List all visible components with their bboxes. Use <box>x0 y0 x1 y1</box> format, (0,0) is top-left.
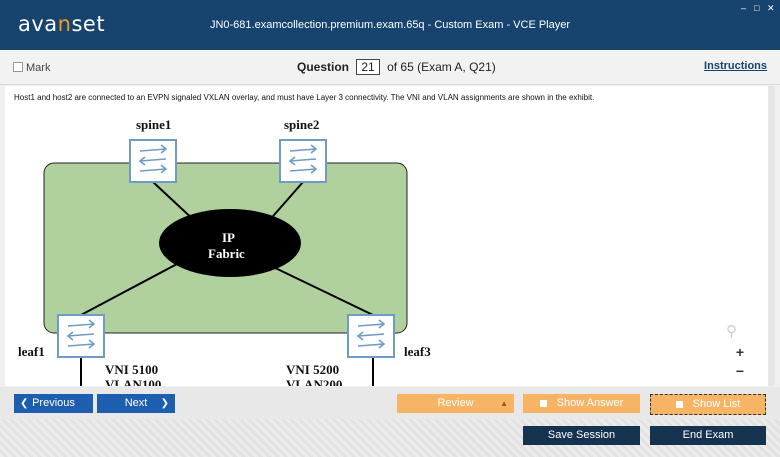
review-label: Review <box>437 397 474 409</box>
leaf3-label: leaf3 <box>404 344 431 359</box>
restore-icon[interactable]: □ <box>754 3 760 13</box>
vlan-right-label: VLAN200 <box>286 377 343 386</box>
network-diagram <box>43 139 408 386</box>
question-number-input[interactable]: 21 <box>356 59 380 75</box>
chevron-right-icon: ❯ <box>160 398 169 409</box>
spine1-switch-icon <box>129 139 177 183</box>
previous-button[interactable]: ❮ Previous <box>14 394 93 413</box>
question-content: Host1 and host2 are connected to an EVPN… <box>5 86 775 386</box>
title-bar: avanset JN0-681.examcollection.premium.e… <box>0 0 780 50</box>
next-label: Next <box>124 397 148 409</box>
caret-up-icon: ▲ <box>500 399 508 408</box>
window-title: JN0-681.examcollection.premium.exam.65q … <box>209 19 571 31</box>
mark-label: Mark <box>26 62 51 74</box>
spine2-label: spine2 <box>284 117 320 132</box>
vertical-scrollbar[interactable] <box>768 86 775 386</box>
checkbox-icon <box>13 62 23 72</box>
previous-label: Previous <box>32 397 75 409</box>
close-icon[interactable]: ✕ <box>767 3 775 13</box>
leaf1-label: leaf1 <box>18 344 45 359</box>
question-bar: Mark Question 21 of 65 (Exam A, Q21) Ins… <box>0 50 780 85</box>
vni-right-label: VNI 5200 <box>286 362 340 377</box>
review-button[interactable]: Review ▲ <box>397 394 514 413</box>
question-label: Question <box>297 60 350 74</box>
leaf1-switch-icon <box>57 314 105 358</box>
bottom-bar: Save Session End Exam <box>0 419 780 457</box>
spine2-switch-icon <box>279 139 327 183</box>
show-list-label: Show List <box>692 398 741 410</box>
instructions-link[interactable]: Instructions <box>704 60 767 72</box>
ip-label: IP <box>222 230 235 245</box>
show-answer-button[interactable]: Show Answer <box>523 394 640 413</box>
mark-checkbox[interactable]: Mark <box>13 62 50 74</box>
navigation-bar: ❮ Previous Next ❯ Review ▲ Show Answer S… <box>0 387 780 419</box>
checkbox-icon <box>539 400 547 407</box>
avanset-logo: avanset <box>18 12 106 36</box>
ip-fabric-cloud <box>159 209 301 277</box>
end-exam-button[interactable]: End Exam <box>650 426 766 445</box>
vni-left-label: VNI 5100 <box>105 362 159 377</box>
fabric-label: Fabric <box>208 246 245 261</box>
spine1-label: spine1 <box>136 117 172 132</box>
question-indicator: Question 21 of 65 (Exam A, Q21) <box>297 59 496 75</box>
show-answer-label: Show Answer <box>556 397 624 409</box>
minimize-icon[interactable]: – <box>741 3 747 13</box>
checkbox-icon <box>675 401 683 408</box>
vlan-left-label: VLAN100 <box>105 377 162 386</box>
zoom-in-button[interactable]: + <box>729 343 751 361</box>
save-session-button[interactable]: Save Session <box>523 426 640 445</box>
chevron-left-icon: ❮ <box>20 398 29 409</box>
leaf3-switch-icon <box>347 314 395 358</box>
question-text: Host1 and host2 are connected to an EVPN… <box>14 93 595 102</box>
show-list-button[interactable]: Show List <box>650 394 766 415</box>
question-suffix: of 65 (Exam A, Q21) <box>387 60 496 74</box>
next-button[interactable]: Next ❯ <box>97 394 175 413</box>
zoom-out-button[interactable]: − <box>729 362 751 380</box>
search-zoom-icon[interactable]: ⚲ <box>726 323 737 340</box>
